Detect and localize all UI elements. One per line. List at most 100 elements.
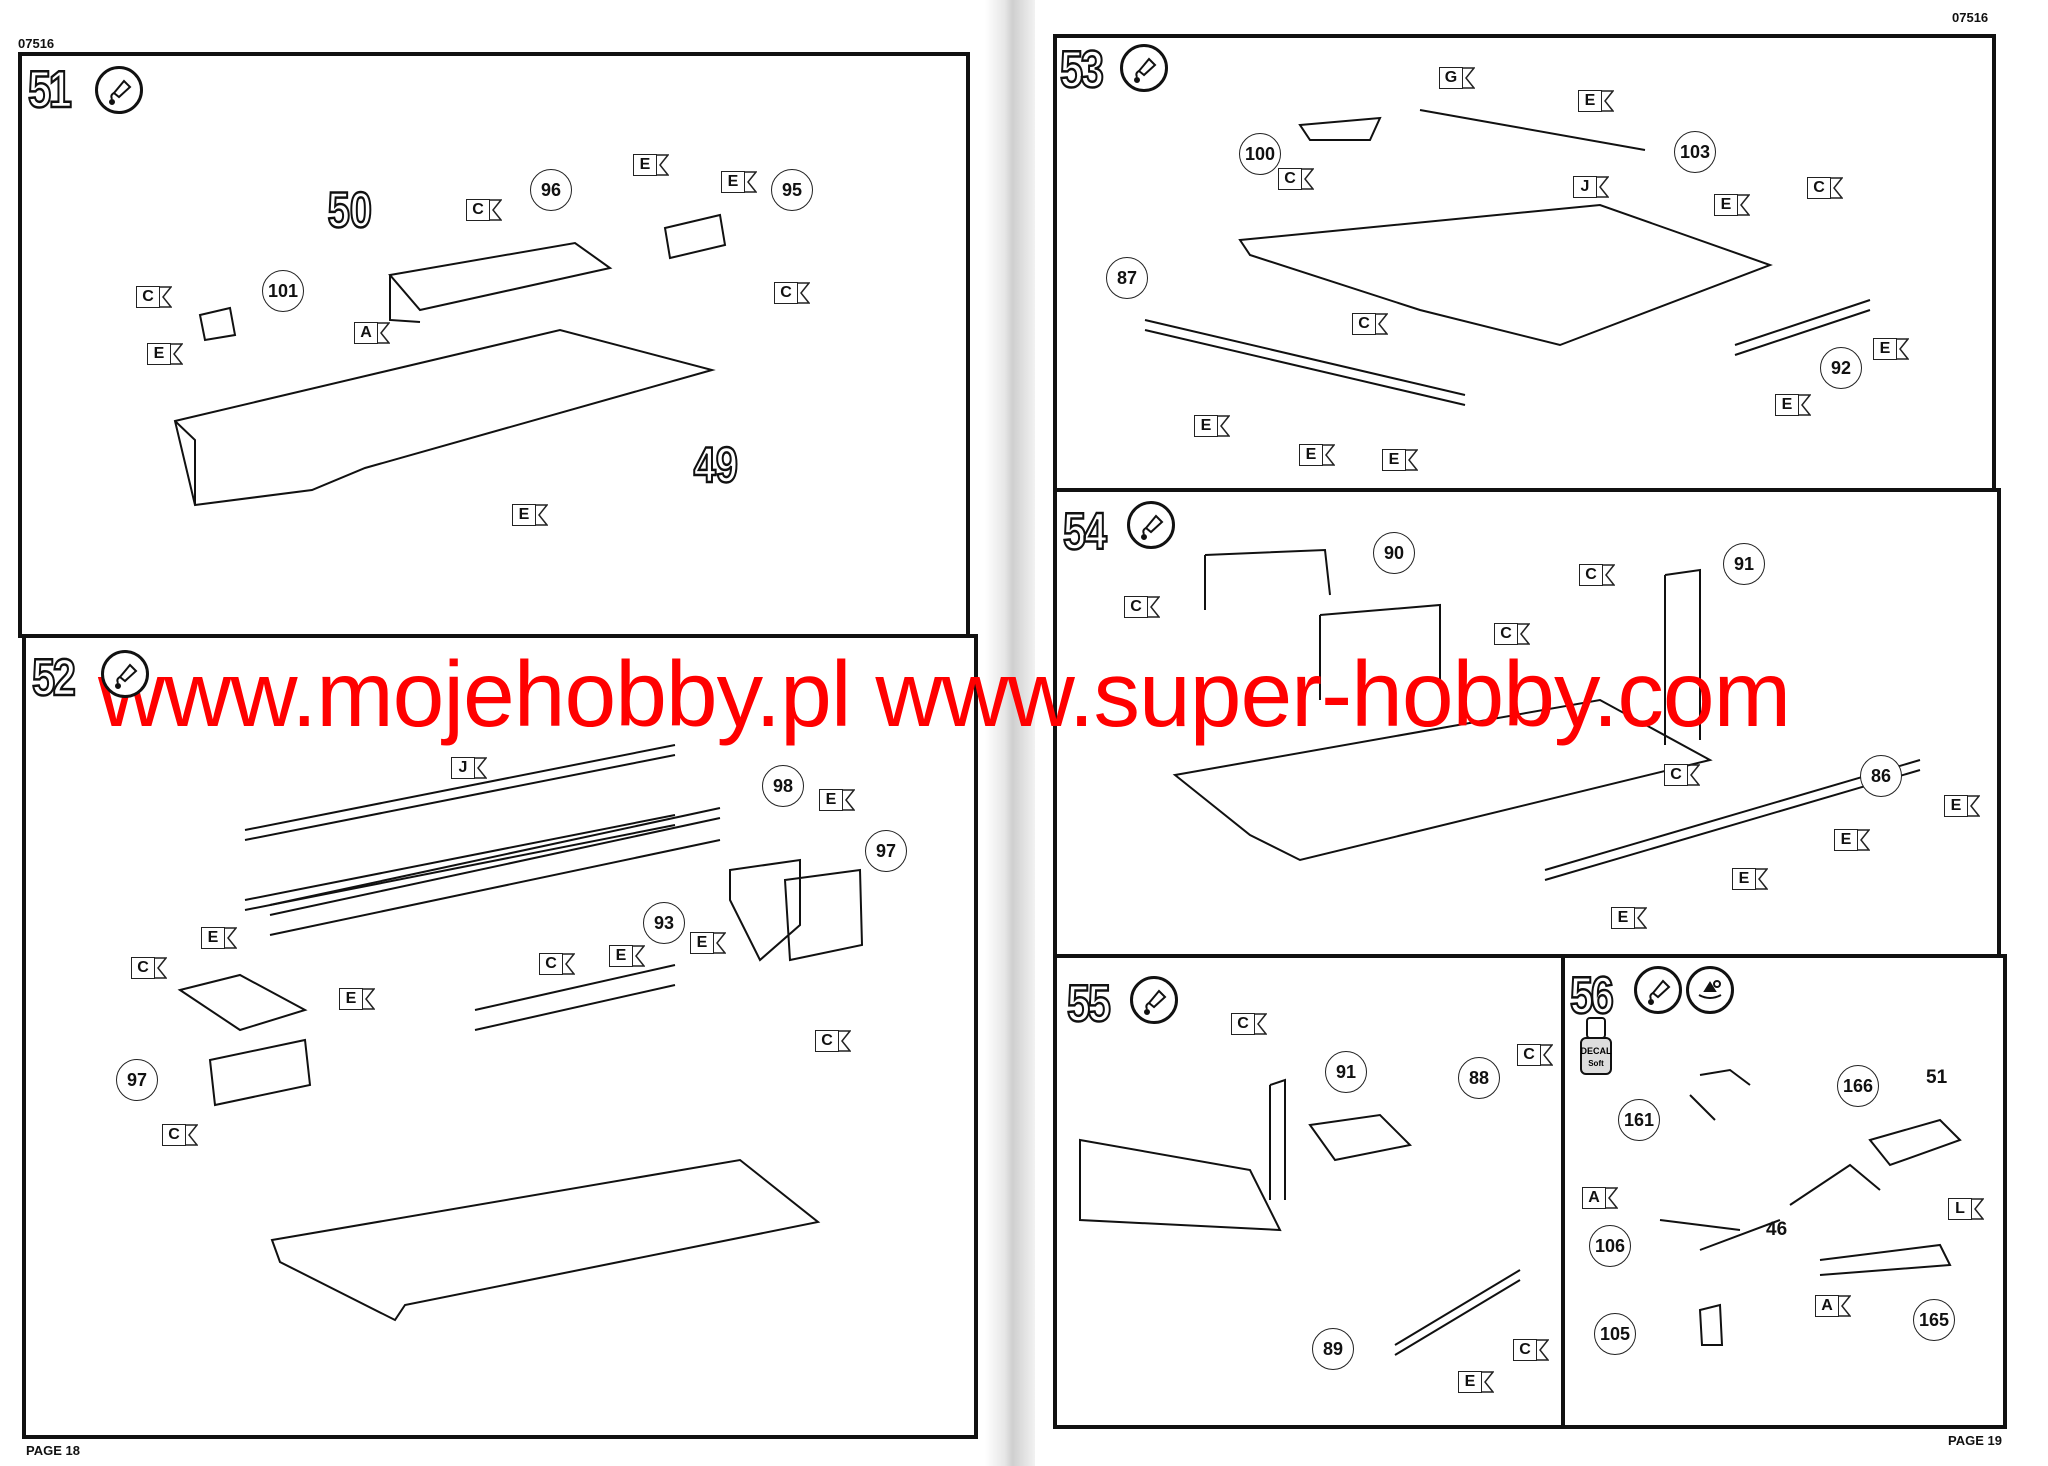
sprue-letter: J — [451, 757, 475, 779]
flag-tail-icon — [1968, 795, 1980, 817]
flag-tail-icon — [1376, 313, 1388, 335]
part-number-callout: 105 — [1594, 1313, 1636, 1355]
sprue-letter: C — [1517, 1044, 1541, 1066]
sprue-letter-flag: E — [633, 154, 669, 176]
flag-tail-icon — [1799, 394, 1811, 416]
part-number-label: 46 — [1766, 1219, 1788, 1240]
part-number-callout: 96 — [530, 169, 572, 211]
sprue-letter: C — [539, 953, 563, 975]
flag-tail-icon — [1688, 764, 1700, 786]
flag-tail-icon — [1537, 1339, 1549, 1361]
flag-tail-icon — [1406, 449, 1418, 471]
flag-tail-icon — [171, 343, 183, 365]
sprue-letter: E — [1873, 338, 1897, 360]
step-number: 55 — [1066, 975, 1112, 1033]
sprue-letter-flag: A — [354, 322, 390, 344]
sprue-letter: E — [690, 932, 714, 954]
glue-icon — [1120, 44, 1168, 92]
flag-tail-icon — [225, 927, 237, 949]
flag-tail-icon — [1218, 415, 1230, 437]
sprue-letter-flag: E — [1611, 907, 1647, 929]
sprue-letter-flag: E — [819, 789, 855, 811]
sprue-letter-flag: E — [1714, 194, 1750, 216]
sprue-letter: E — [339, 988, 363, 1010]
sprue-letter: C — [131, 957, 155, 979]
sprue-letter: G — [1439, 67, 1463, 89]
sprue-letter: E — [1775, 394, 1799, 416]
sprue-letter-flag: C — [1579, 564, 1615, 586]
page-gutter — [985, 0, 1035, 1466]
sprue-letter: E — [609, 945, 633, 967]
sprue-letter: E — [633, 154, 657, 176]
decal-softener-bottle-icon: DECAL Soft — [1578, 1016, 1614, 1078]
part-number-callout: 103 — [1674, 131, 1716, 173]
decal-bottle-sublabel: Soft — [1588, 1059, 1604, 1068]
decal-bottle-label: DECAL — [1581, 1046, 1613, 1056]
flag-tail-icon — [839, 1030, 851, 1052]
flag-tail-icon — [1302, 168, 1314, 190]
flag-tail-icon — [1518, 623, 1530, 645]
step-number: 53 — [1059, 41, 1105, 99]
sprue-letter: E — [1834, 829, 1858, 851]
flag-tail-icon — [1463, 67, 1475, 89]
part-number-callout: 101 — [262, 270, 304, 312]
sprue-letter-flag: E — [1873, 338, 1909, 360]
flag-tail-icon — [1323, 444, 1335, 466]
sprue-letter-flag: E — [1382, 449, 1418, 471]
flag-tail-icon — [490, 199, 502, 221]
sprue-letter: C — [1124, 596, 1148, 618]
sprue-letter: A — [1582, 1187, 1606, 1209]
glue-icon — [1127, 501, 1175, 549]
sprue-letter-flag: E — [1732, 868, 1768, 890]
part-number-callout: 100 — [1239, 133, 1281, 175]
sprue-letter: E — [1714, 194, 1738, 216]
sprue-letter-flag: E — [690, 932, 726, 954]
sprue-letter: A — [1815, 1295, 1839, 1317]
flag-tail-icon — [1972, 1198, 1984, 1220]
glue-icon — [1130, 976, 1178, 1024]
flag-tail-icon — [186, 1124, 198, 1146]
sprue-letter-flag: C — [466, 199, 502, 221]
sprue-letter-flag: L — [1948, 1198, 1984, 1220]
glue-icon — [1634, 966, 1682, 1014]
flag-tail-icon — [1255, 1013, 1267, 1035]
sprue-letter: E — [1299, 444, 1323, 466]
sprue-letter: C — [1579, 564, 1603, 586]
sprue-letter-flag: C — [539, 953, 575, 975]
flag-tail-icon — [657, 154, 669, 176]
sprue-letter-flag: E — [201, 927, 237, 949]
sprue-letter-flag: C — [1513, 1339, 1549, 1361]
step-56-panel — [1561, 954, 2007, 1429]
sprue-letter-flag: E — [512, 504, 548, 526]
flag-tail-icon — [1541, 1044, 1553, 1066]
flag-tail-icon — [1148, 596, 1160, 618]
step-number: 54 — [1062, 503, 1108, 561]
sprue-letter-flag: C — [1278, 168, 1314, 190]
step-number: 52 — [31, 649, 77, 707]
sprue-letter-flag: E — [1299, 444, 1335, 466]
sprue-letter-flag: C — [131, 957, 167, 979]
sprue-letter: E — [512, 504, 536, 526]
sprue-letter-flag: C — [1124, 596, 1160, 618]
flag-tail-icon — [1635, 907, 1647, 929]
sprue-letter: L — [1948, 1198, 1972, 1220]
watermark-text: www.mojehobby.pl www.super-hobby.com — [98, 642, 1791, 746]
catalog-code-left: 07516 — [18, 36, 55, 51]
sprue-letter-flag: E — [1944, 795, 1980, 817]
sprue-letter: A — [354, 322, 378, 344]
sprue-letter: C — [1513, 1339, 1537, 1361]
sprue-letter-flag: E — [147, 343, 183, 365]
flag-tail-icon — [1602, 90, 1614, 112]
part-number-callout: 86 — [1860, 755, 1902, 797]
flag-tail-icon — [1738, 194, 1750, 216]
sprue-letter: E — [1732, 868, 1756, 890]
sprue-letter-flag: C — [1352, 313, 1388, 335]
sprue-letter-flag: E — [609, 945, 645, 967]
sprue-letter-flag: E — [1458, 1371, 1494, 1393]
flag-tail-icon — [1603, 564, 1615, 586]
sprue-letter: E — [147, 343, 171, 365]
sprue-letter-flag: A — [1815, 1295, 1851, 1317]
decal-icon — [1686, 966, 1734, 1014]
catalog-code-right: 07516 — [1952, 10, 1989, 25]
part-number-callout: 161 — [1618, 1099, 1660, 1141]
